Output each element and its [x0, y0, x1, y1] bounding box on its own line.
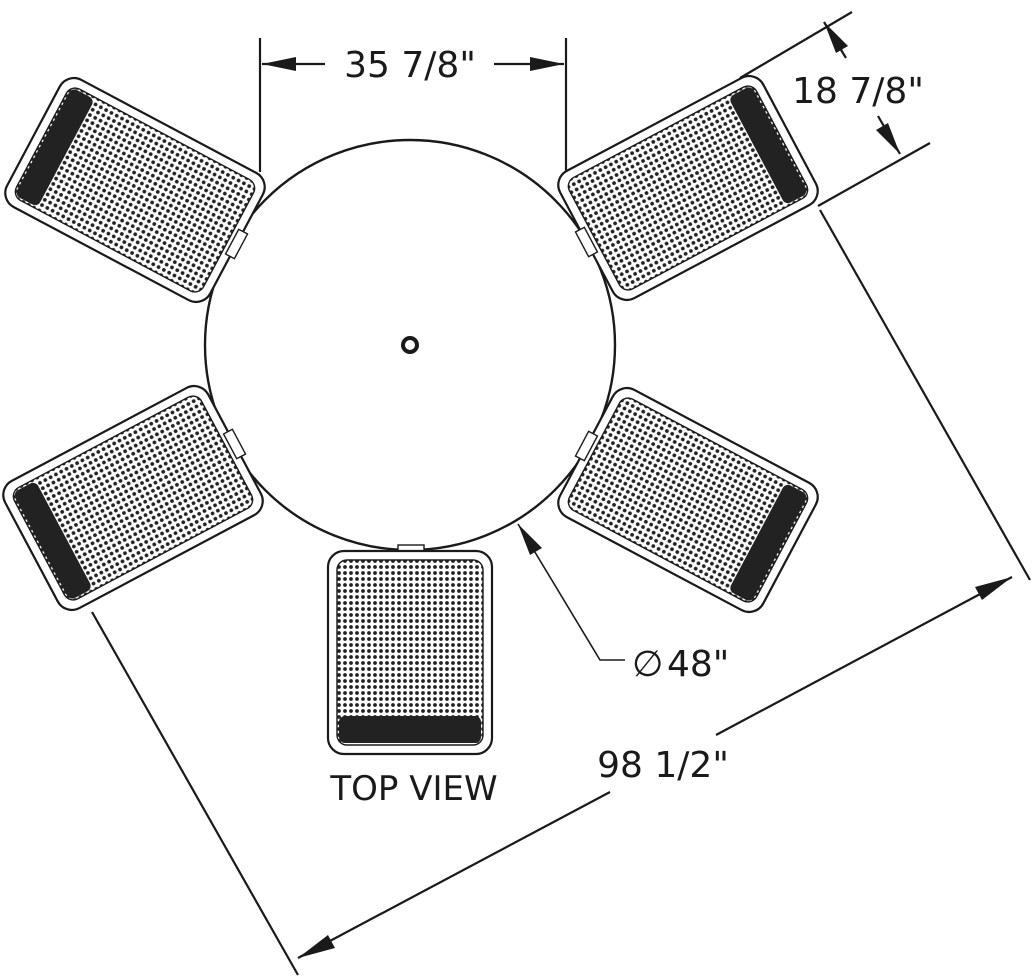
seat-upper-left	[4, 76, 266, 304]
seat-upper-right	[557, 74, 819, 302]
table-diameter-label: 48"	[667, 644, 729, 685]
diameter-symbol-icon: ∅	[632, 644, 663, 685]
seat-depth-label: 18 7/8"	[792, 71, 924, 112]
seat-spacing-label: 35 7/8"	[344, 45, 476, 86]
umbrella-hole-icon	[401, 336, 419, 354]
seat-lower-left	[2, 384, 264, 612]
seat-spacing-dimension: 35 7/8"	[258, 38, 568, 172]
table-diameter-dimension: ∅ 48"	[517, 523, 729, 685]
overall-span-label: 98 1/2"	[597, 745, 729, 786]
overall-span-dimension: 98 1/2"	[91, 209, 1031, 976]
table-top	[203, 138, 617, 552]
seat-lower-right	[557, 386, 819, 614]
seat-depth-dimension: 18 7/8"	[739, 11, 931, 207]
view-title: TOP VIEW	[329, 769, 497, 809]
seat-bottom	[326, 544, 494, 756]
